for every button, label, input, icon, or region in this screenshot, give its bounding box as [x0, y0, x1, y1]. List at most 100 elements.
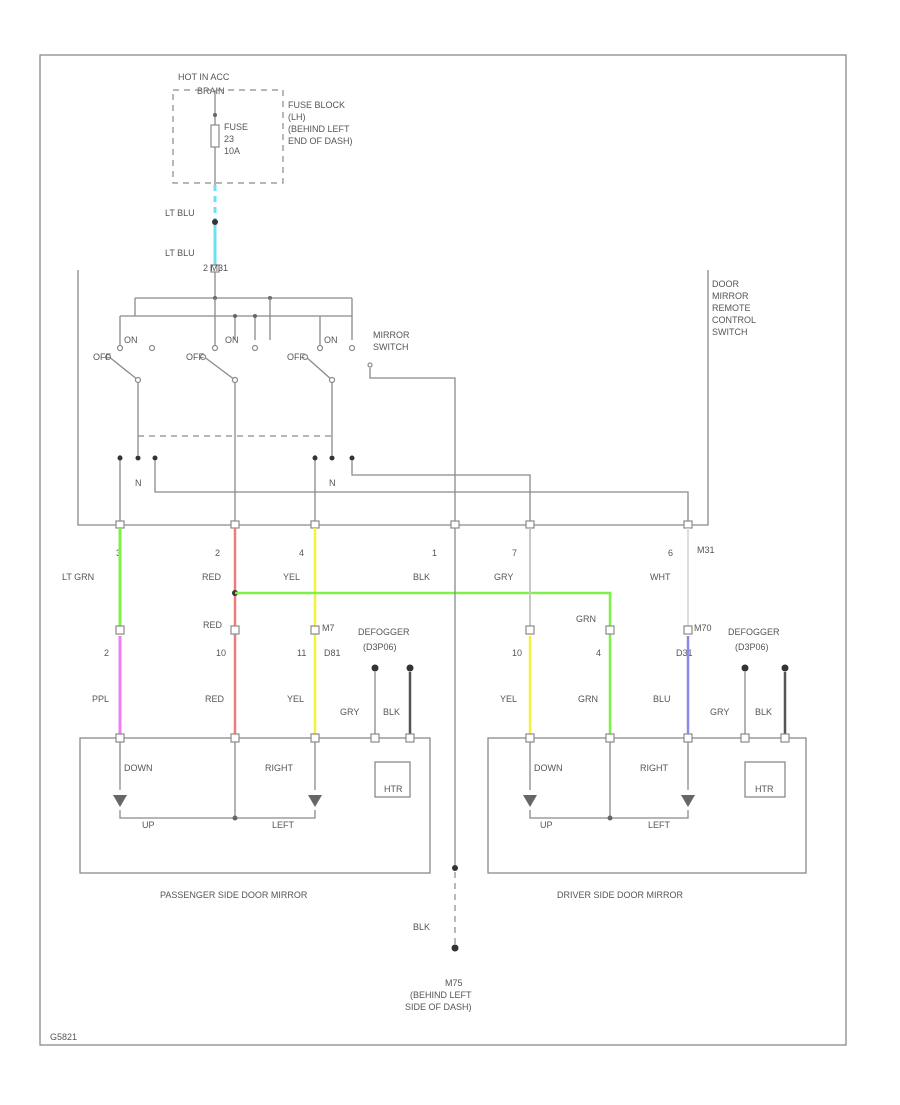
- driver-defog-node-1: [741, 664, 749, 672]
- pole-2-on: ON: [225, 335, 239, 345]
- driver-mirror-box: [487, 737, 807, 874]
- pole-3-on: ON: [324, 335, 338, 345]
- gry-label-upper: GRY: [494, 572, 513, 582]
- driver-defogger-1: (D3P06): [735, 642, 769, 652]
- pin-num-7: 7: [512, 548, 517, 558]
- passenger-red-pin: 10: [216, 648, 226, 658]
- driver-defogger-0: DEFOGGER: [728, 627, 780, 637]
- pin-num-2: 2: [215, 548, 220, 558]
- grn-branch-wire: [235, 591, 612, 735]
- mirror-switch-label-0: MIRROR: [373, 330, 410, 340]
- passenger-motor-return: [119, 810, 316, 819]
- fuse-label-1: 23: [224, 134, 234, 144]
- driver-right-motor-icon: [681, 795, 695, 807]
- driver-gry-label: GRY: [710, 707, 729, 717]
- passenger-up-label: UP: [142, 820, 155, 830]
- pin-num-1: 1: [432, 548, 437, 558]
- ppl-label: PPL: [92, 694, 109, 704]
- blu-label: BLU: [653, 694, 671, 704]
- switch-title-1: MIRROR: [712, 291, 749, 301]
- driver-top-pin: [525, 625, 535, 635]
- driver-heater-label: HTR: [755, 784, 774, 794]
- ground-wire-label: BLK: [413, 922, 430, 932]
- fuse-block-outline: [172, 89, 284, 184]
- wht-label: WHT: [650, 572, 671, 582]
- pole-3-extra-contact: [367, 362, 373, 368]
- pin-4: [310, 520, 320, 529]
- selector-right: N: [312, 455, 355, 525]
- pole-2-off: OFF: [186, 352, 204, 362]
- passenger-mirror-box: [79, 737, 431, 874]
- ppl-connector-pin: [115, 625, 125, 635]
- red-label-lower: RED: [205, 694, 225, 704]
- driver-heater-loop: [744, 761, 786, 798]
- hot-label: HOT IN ACC: [178, 72, 230, 82]
- passenger-blk-label: BLK: [383, 707, 400, 717]
- pin-7: [525, 520, 535, 529]
- switch-connector-label: M31: [697, 545, 715, 555]
- passenger-right-motor-icon: [308, 795, 322, 807]
- pole-3-off: OFF: [287, 352, 305, 362]
- passenger-defog-node-2: [406, 664, 414, 672]
- passenger-gry-label: GRY: [340, 707, 359, 717]
- passenger-right-label: RIGHT: [265, 763, 294, 773]
- fuse-block-label-0: FUSE BLOCK: [288, 100, 345, 110]
- junction-label: RED: [203, 620, 223, 630]
- selector-right-n: N: [329, 478, 336, 488]
- driver-mirror-title: DRIVER SIDE DOOR MIRROR: [557, 890, 684, 900]
- ground-point: [451, 944, 459, 952]
- passenger-defogger-1: (D3P06): [363, 642, 397, 652]
- pole-1-on: ON: [124, 335, 138, 345]
- fuse-block-label-2: (BEHIND LEFT: [288, 124, 350, 134]
- driver-blk-label: BLK: [755, 707, 772, 717]
- outer-frame: [39, 54, 847, 1046]
- red-connector-pin: [230, 625, 240, 635]
- driver-right-label: RIGHT: [640, 763, 669, 773]
- driver-motor-node: [607, 815, 613, 821]
- figure-id: G5821: [50, 1032, 77, 1042]
- ground-splice: [452, 865, 458, 871]
- switch-pole-3: OFF ON: [287, 335, 356, 455]
- passenger-defog-node-1: [371, 664, 379, 672]
- pin-1: [450, 520, 460, 529]
- driver-mirror-pins: [525, 733, 790, 743]
- passenger-lower-pin: 2: [104, 648, 109, 658]
- driver-yel-label: YEL: [500, 694, 517, 704]
- input-connector-label: 2 M31: [203, 263, 228, 273]
- grn-branch-label: GRN: [576, 614, 596, 624]
- fuse-node: [213, 113, 217, 117]
- pole-1-off: OFF: [93, 352, 111, 362]
- switch-title-2: REMOTE: [712, 303, 751, 313]
- driver-yel-pin: 10: [512, 648, 522, 658]
- driver-left-label: LEFT: [648, 820, 671, 830]
- driver-down-label: DOWN: [534, 763, 563, 773]
- fuse-label-2: 10A: [224, 146, 240, 156]
- grn-label-lower: GRN: [578, 694, 598, 704]
- fuse-label-0: FUSE: [224, 122, 248, 132]
- yel-connector-pin: [310, 625, 320, 635]
- pin-num-4: 4: [299, 548, 304, 558]
- driver-grn-pin: 4: [596, 648, 601, 658]
- passenger-yel-pin: 11: [297, 648, 306, 658]
- lt-grn-label: LT GRN: [62, 572, 94, 582]
- bus-node-4: [253, 314, 257, 318]
- driver-defog-node-2: [781, 664, 789, 672]
- ground-location-0: (BEHIND LEFT: [410, 990, 472, 1000]
- pin-6: [683, 520, 693, 529]
- pin-num-6: 6: [668, 548, 673, 558]
- ground-bus-wire: [369, 368, 456, 525]
- bus-label: BRAIN: [197, 86, 225, 96]
- yel-label-upper: YEL: [283, 572, 300, 582]
- switch-pole-1: OFF ON: [93, 335, 156, 455]
- ground-location-1: SIDE OF DASH): [405, 1002, 472, 1012]
- switch-title-4: SWITCH: [712, 327, 748, 337]
- lt-blu-splice: [212, 219, 218, 225]
- blu-connector-pin: [683, 625, 693, 635]
- passenger-motor-node: [232, 815, 238, 821]
- yel-label-lower: YEL: [287, 694, 304, 704]
- switch-housing: [77, 270, 709, 526]
- blk-label-upper: BLK: [413, 572, 430, 582]
- passenger-down-label: DOWN: [124, 763, 153, 773]
- driver-down-motor-icon: [523, 795, 537, 807]
